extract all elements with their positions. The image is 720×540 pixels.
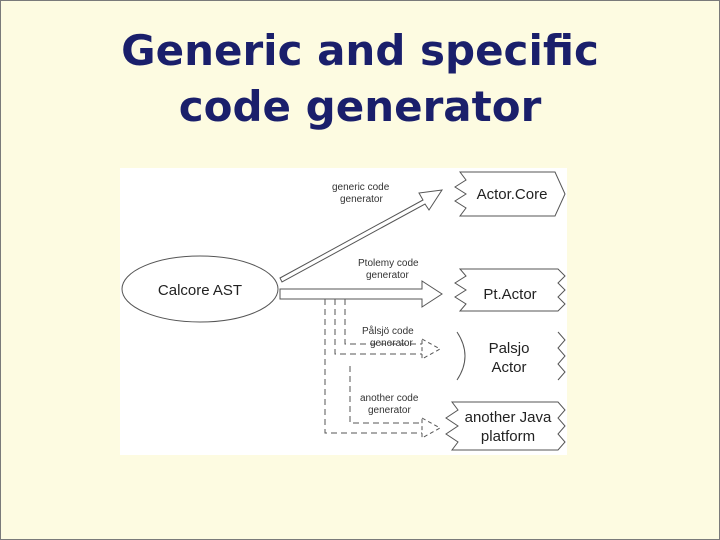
ptolemy-generator-label-2: generator (366, 270, 409, 281)
actorcore-target-shape (454, 171, 566, 217)
palsjo-target-right-zigzag (557, 331, 566, 381)
title-line-2: code generator (178, 82, 542, 131)
palsjo-arrowhead (421, 338, 442, 360)
another-generator-label-1: another code (360, 393, 419, 404)
java-platform-target-label-2: platform (481, 428, 535, 445)
ptolemy-generator-label-1: Ptolemy code (358, 258, 419, 269)
palsjo-target-label-1: Palsjo (489, 340, 530, 357)
another-arrowhead (421, 417, 442, 439)
palsjo-generator-label-2: generator (370, 338, 413, 349)
diagram-svg: Calcore AST generic code generator Ptole… (121, 171, 566, 451)
slide-title: Generic and specific code generator (1, 23, 719, 135)
ptactor-target-label: Pt.Actor (483, 286, 536, 303)
java-platform-target-label-1: another Java (465, 409, 552, 426)
java-platform-target-shape (445, 401, 566, 451)
another-generator-arrow (324, 299, 422, 434)
palsjo-target-label-2: Actor (491, 359, 526, 376)
ptolemy-generator-arrow (279, 280, 443, 308)
code-generator-diagram: Calcore AST generic code generator Ptole… (120, 168, 567, 455)
ptactor-target-shape (454, 268, 566, 312)
calcore-ast-label: Calcore AST (158, 282, 242, 299)
title-line-1: Generic and specific (121, 26, 599, 75)
palsjo-generator-arrow (334, 299, 422, 355)
another-generator-label-2: generator (368, 405, 411, 416)
generic-generator-label-2: generator (340, 194, 383, 205)
calcore-ast-ellipse (121, 255, 279, 323)
generic-generator-arrow (279, 189, 444, 283)
palsjo-target-left-curve (456, 331, 466, 381)
actorcore-target-label: Actor.Core (477, 186, 548, 203)
generic-generator-label-1: generic code (332, 182, 390, 193)
palsjo-generator-label-1: Pålsjö code (362, 325, 414, 337)
